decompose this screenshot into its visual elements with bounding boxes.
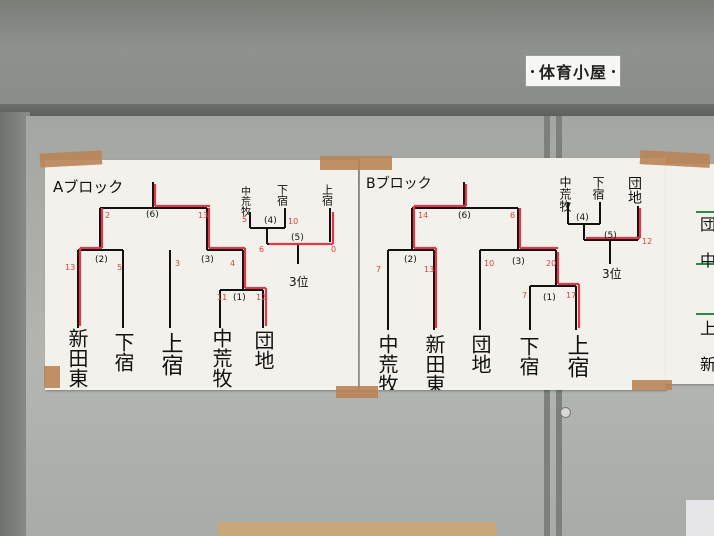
- door-handle[interactable]: [560, 407, 571, 418]
- partial-char: 上: [700, 319, 714, 338]
- tape-strip: [336, 386, 378, 398]
- match-label: (4): [576, 213, 589, 223]
- partial-char: 団: [700, 215, 714, 234]
- score: 17: [566, 291, 576, 300]
- score: 3: [175, 259, 180, 268]
- score: 0: [331, 245, 336, 254]
- bracket-b-winner-lines: [412, 184, 642, 328]
- match-label: (5): [291, 233, 304, 243]
- bracket-a-lines: [77, 182, 331, 328]
- block-b-title: Bブロック: [366, 175, 432, 192]
- block-a-title: Aブロック: [53, 178, 123, 196]
- score: 7: [376, 265, 381, 274]
- green-lines: [696, 211, 714, 315]
- score: 7: [522, 291, 527, 300]
- match-label: (4): [264, 216, 277, 226]
- bracket-b-drawing: Bブロック (6) (2) (3) (1) (4) (5) 14 6 7 13 …: [366, 175, 652, 390]
- team-name: 中荒牧: [209, 328, 233, 388]
- bracket-b-lines: [387, 182, 639, 330]
- score: 12: [642, 237, 652, 246]
- team-name: 下宿: [516, 336, 540, 376]
- third-place-label: 3位: [289, 274, 309, 289]
- team-name: 団地: [468, 334, 492, 374]
- match-label: (2): [95, 255, 108, 265]
- partial-char: 中: [700, 251, 714, 270]
- third-place-team: 団地: [626, 176, 642, 204]
- score: 13: [424, 265, 434, 274]
- partial-poster-c: 団 中 上 新: [666, 164, 714, 384]
- tape-strip: [632, 380, 672, 390]
- wall-pillar: [0, 112, 30, 536]
- match-label: (1): [543, 293, 556, 303]
- third-place-label: 3位: [602, 266, 622, 281]
- score: 12: [256, 293, 266, 302]
- score: 6: [259, 245, 264, 254]
- bracket-a-winner-lines: [78, 184, 335, 326]
- bracket-poster-b: Bブロック (6) (2) (3) (1) (4) (5) 14 6 7 13 …: [360, 158, 666, 390]
- wall-ledge: [0, 104, 714, 118]
- bracket-a-drawing: Aブロック (6) (2) (3) (1) (4) (5) 2 13 13 5 …: [53, 178, 336, 388]
- sign-dot: [612, 69, 615, 73]
- match-label: (2): [404, 255, 417, 265]
- sign-dot: [531, 69, 534, 73]
- third-place-team: 下宿: [591, 176, 605, 200]
- score: 13: [65, 263, 75, 272]
- partial-char: 新: [700, 355, 714, 374]
- match-label: (5): [604, 231, 617, 241]
- team-name: 団地: [251, 330, 275, 370]
- team-name: 新田東: [65, 328, 89, 388]
- poster-c-drawing: 団 中 上 新: [696, 211, 714, 374]
- score: 10: [288, 217, 298, 226]
- third-place-team: 中荒牧: [239, 185, 251, 217]
- score: 6: [510, 211, 515, 220]
- match-label: (3): [512, 257, 525, 267]
- score: 13: [198, 211, 208, 220]
- sign-text: 体育小屋: [539, 63, 608, 82]
- score: 4: [230, 259, 235, 268]
- score: 14: [418, 211, 428, 220]
- match-label: (1): [233, 293, 246, 303]
- score: 5: [242, 215, 247, 224]
- third-place-team: 下宿: [276, 184, 289, 206]
- team-name: 下宿: [111, 332, 135, 372]
- object-corner: [686, 500, 714, 536]
- cardboard-box: [218, 522, 496, 536]
- score: 5: [117, 263, 122, 272]
- match-label: (6): [146, 210, 159, 220]
- tape-strip: [44, 366, 60, 388]
- third-place-team: 中荒牧: [558, 175, 572, 213]
- tape-strip: [320, 156, 392, 170]
- bracket-poster-a: Aブロック (6) (2) (3) (1) (4) (5) 2 13 13 5 …: [45, 160, 358, 390]
- match-label: (6): [458, 211, 471, 221]
- shed-sign: 体育小屋: [525, 55, 621, 87]
- team-name: 新田東: [422, 334, 446, 390]
- match-label: (3): [201, 255, 214, 265]
- third-place-team: 上宿: [321, 184, 334, 206]
- team-name: 上宿: [564, 334, 590, 378]
- score: 2: [105, 211, 110, 220]
- score: 10: [484, 259, 494, 268]
- team-name: 上宿: [158, 332, 184, 376]
- score: 20: [546, 259, 556, 268]
- team-name: 中荒牧: [375, 334, 399, 390]
- score: 11: [217, 293, 227, 302]
